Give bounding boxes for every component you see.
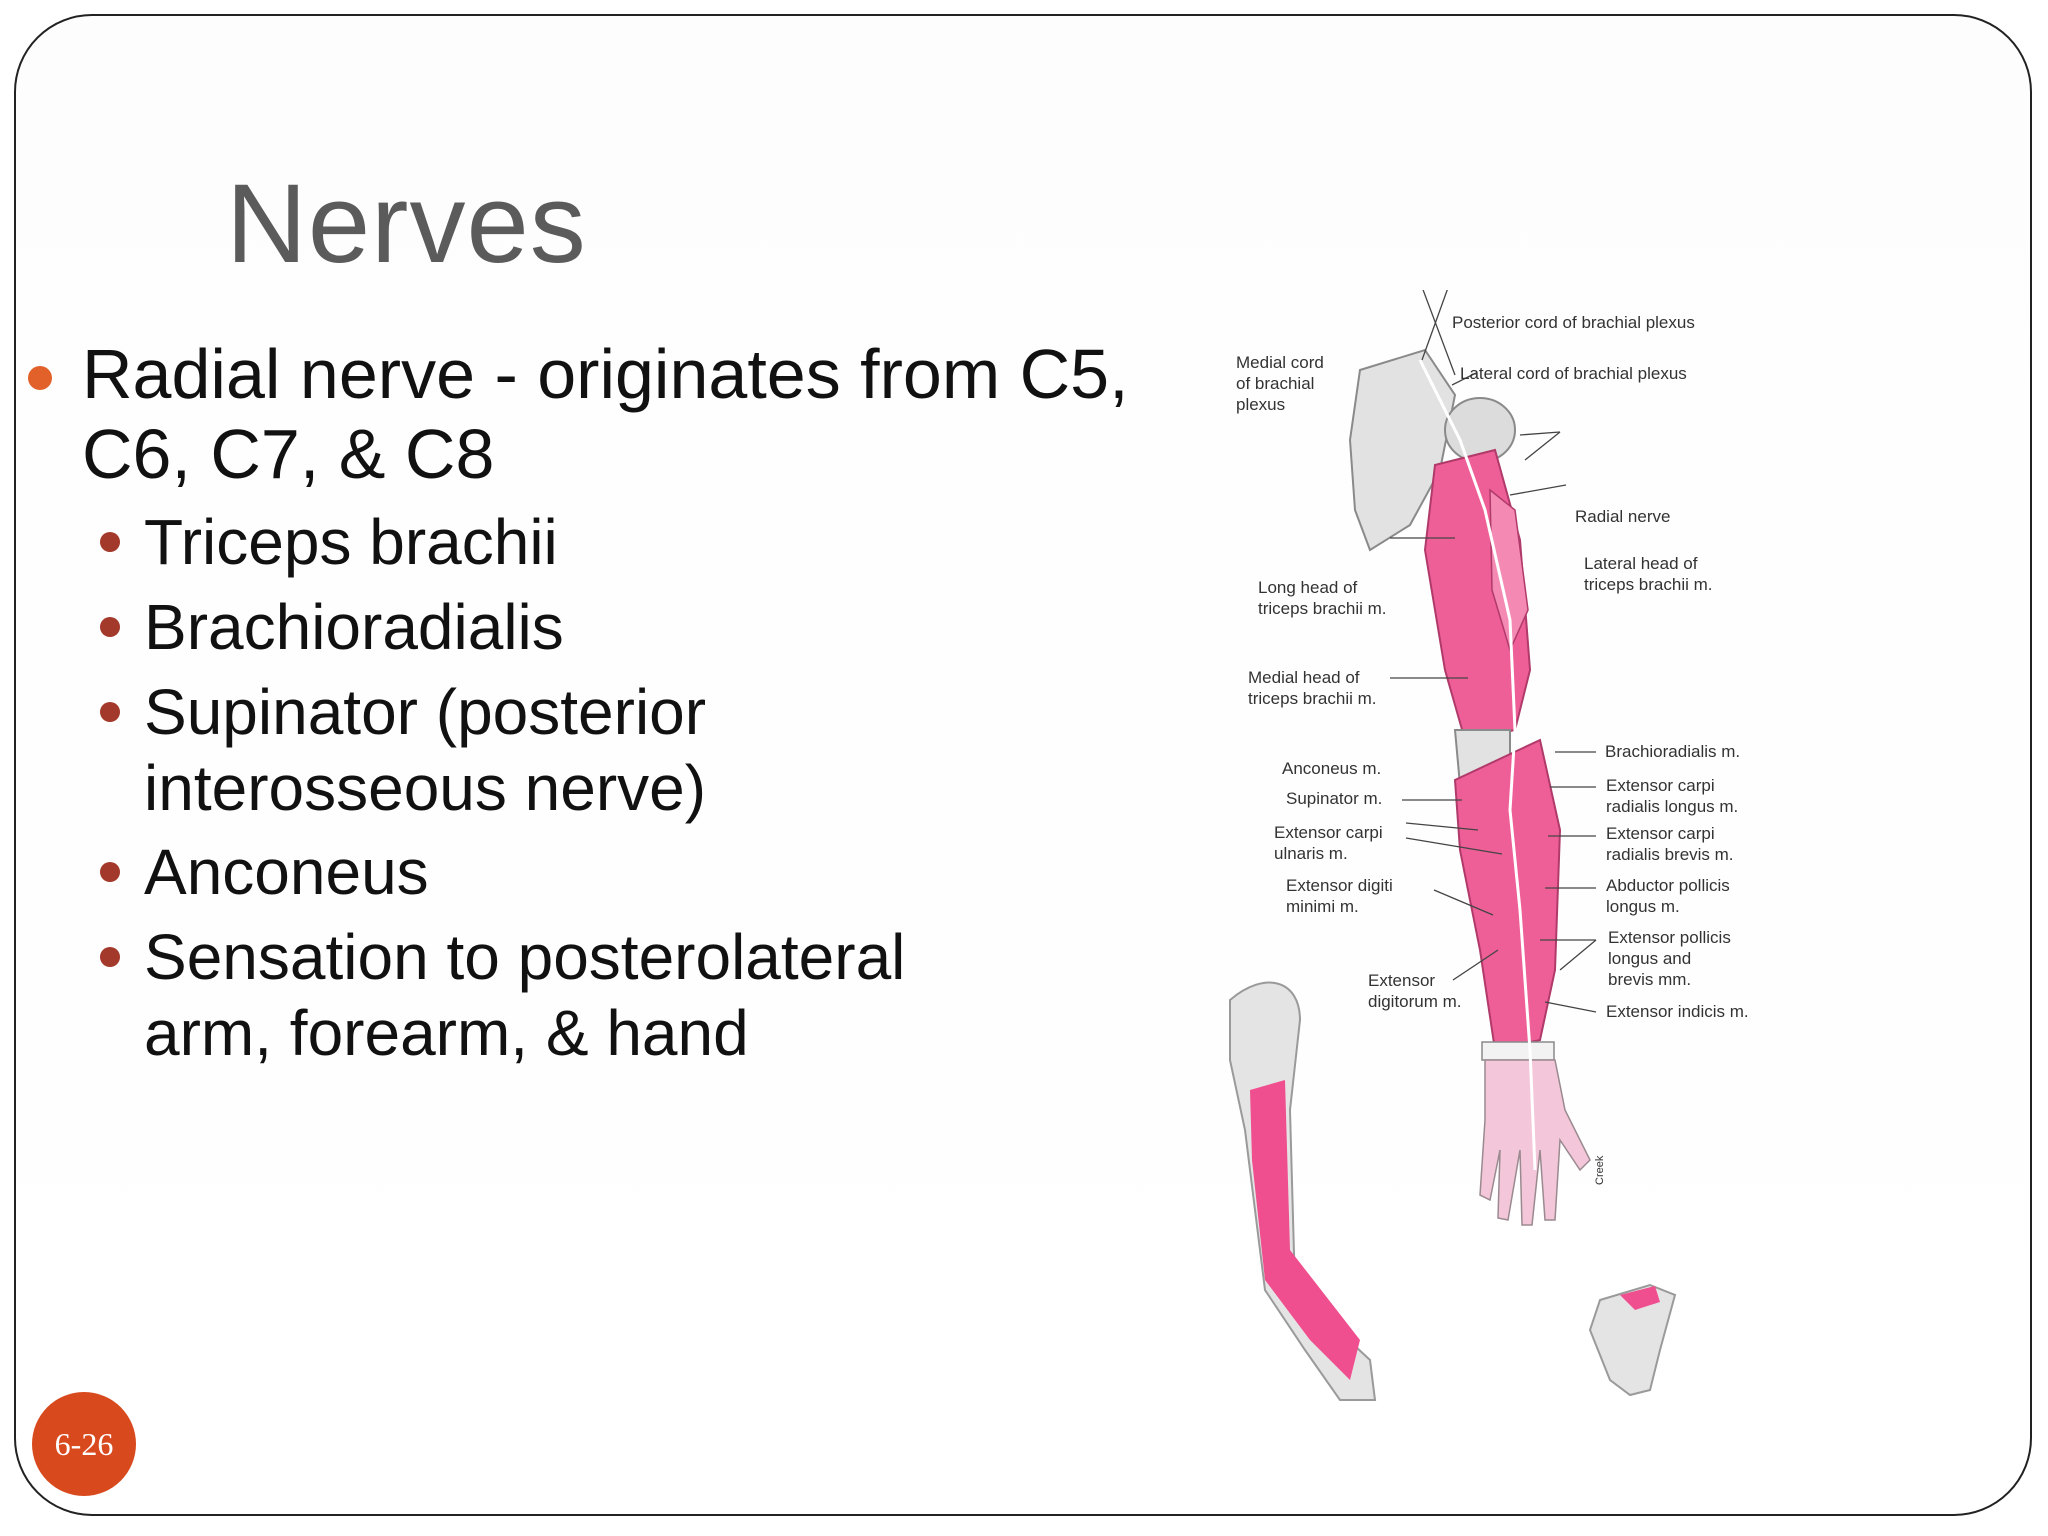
label-medial-head: Medial head of triceps brachii m. (1248, 668, 1377, 708)
page-number-badge: 6-26 (32, 1392, 136, 1496)
radial-nerve-illustration: Posterior cord of brachial plexus Medial… (1210, 259, 1830, 1420)
label-apl: Abductor pollicis longus m. (1606, 876, 1730, 916)
bullet-dot-icon (100, 617, 120, 637)
label-radial-nerve: Radial nerve (1575, 507, 1671, 526)
sensory-area-arm (1250, 1080, 1360, 1380)
sub-bullet-sensation: Sensation to posterolateral arm, forearm… (144, 921, 906, 1069)
label-posterior-cord: Posterior cord of brachial plexus (1452, 313, 1695, 332)
bullet-dot-icon (100, 532, 120, 552)
bullet-dot-icon (100, 702, 120, 722)
label-long-head: Long head of triceps brachii m. (1258, 578, 1387, 618)
label-ecrb: Extensor carpi radialis brevis m. (1606, 824, 1734, 864)
forearm-muscle (1453, 738, 1562, 1052)
wrist-retinaculum (1481, 1041, 1555, 1061)
sub-bullet-brachioradialis: Brachioradialis (144, 591, 564, 663)
bullet-dot-icon (100, 862, 120, 882)
label-ed: Extensor digitorum m. (1368, 971, 1462, 1011)
label-lateral-head: Lateral head of triceps brachii m. (1584, 554, 1713, 594)
scapula-shape (1348, 348, 1457, 552)
artist-signature: Creek (1594, 1155, 1606, 1185)
bullet-dot-icon (100, 947, 120, 967)
label-brachioradialis: Brachioradialis m. (1605, 742, 1741, 761)
arm-anatomy-drawing (1229, 259, 1677, 1401)
label-supinator: Supinator m. (1286, 789, 1383, 808)
lateral-head-muscle (1489, 488, 1529, 653)
label-lateral-cord: Lateral cord of brachial plexus (1460, 364, 1687, 383)
label-anconeus: Anconeus m. (1282, 759, 1382, 778)
bullet-dot-icon (28, 366, 52, 390)
palm-hand-drawing (1588, 1283, 1677, 1397)
slide-frame (14, 14, 2032, 1516)
label-ecrl: Extensor carpi radialis longus m. (1606, 776, 1739, 816)
leader-lines (1390, 259, 1597, 1013)
sub-bullet-anconeus: Anconeus (144, 836, 429, 908)
sensory-area-hand (1620, 1286, 1660, 1310)
label-medial-cord: Medial cord of brachial plexus (1236, 353, 1324, 414)
main-bullet: Radial nerve - originates from C5, C6, C… (82, 335, 1129, 493)
label-epl: Extensor pollicis longus and brevis mm. (1608, 928, 1731, 989)
slide-title: Nerves (226, 161, 587, 286)
sub-bullet-triceps: Triceps brachii (144, 506, 558, 578)
label-ecu: Extensor carpi ulnaris m. (1274, 823, 1383, 863)
label-ei: Extensor indicis m. (1606, 1002, 1749, 1021)
radial-nerve-path (1418, 359, 1537, 1171)
label-edm: Extensor digiti minimi m. (1286, 876, 1393, 916)
sub-bullet-supinator: Supinator (posterior interosseous nerve) (144, 676, 707, 824)
